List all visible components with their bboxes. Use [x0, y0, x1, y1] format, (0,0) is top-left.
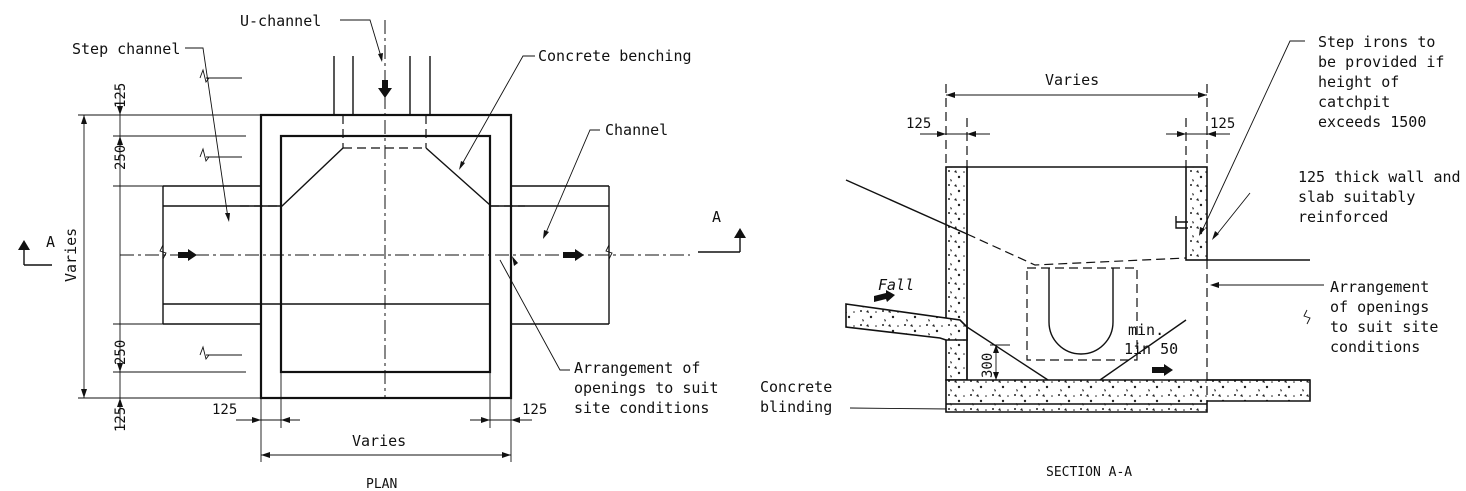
- section-label-fall: Fall: [878, 276, 914, 294]
- section-label-wall-1: 125 thick wall and: [1298, 168, 1461, 186]
- section-ground-left: [845, 179, 968, 235]
- plan-dim-125-bottom: 125: [113, 407, 129, 432]
- section-label-min-1: min.: [1128, 321, 1164, 339]
- section-label-arrangement-1: Arrangement: [1330, 278, 1429, 296]
- plan-u-channel: [333, 56, 431, 148]
- plan-flow-arrow-right: [563, 249, 584, 261]
- plan-outer-wall: [259, 113, 513, 400]
- section-base-slab: [945, 379, 1311, 413]
- plan-label-channel: Channel: [605, 121, 668, 139]
- section-label-min-2: 1in 50: [1124, 340, 1178, 358]
- concrete-blinding-leader: [849, 407, 951, 410]
- section-label-wall-3: reinforced: [1298, 208, 1388, 226]
- section-caption: SECTION A-A: [1046, 465, 1132, 480]
- section-label-arrangement-2: of openings: [1330, 298, 1429, 316]
- plan-dim-varies-bottom: Varies: [352, 432, 406, 450]
- plan-label-step-channel: Step channel: [72, 40, 180, 58]
- section-dim-125-right: 125: [1210, 116, 1235, 132]
- plan-section-marker-left: A: [18, 233, 55, 266]
- plan-view: A A 125 250 Varies 250 125: [18, 12, 746, 491]
- section-right-wall: [1185, 166, 1208, 261]
- section-label-step-irons-2: be provided if: [1318, 53, 1444, 71]
- plan-caption: PLAN: [366, 477, 397, 491]
- plan-flow-arrow-left: [178, 249, 197, 261]
- section-label-step-irons-1: Step irons to: [1318, 33, 1435, 51]
- section-label-arrangement-4: conditions: [1330, 338, 1420, 356]
- plan-section-label-left: A: [46, 233, 55, 251]
- section-dim-300: 300: [980, 353, 996, 378]
- section-label-wall-2: slab suitably: [1298, 188, 1415, 206]
- plan-benching: [280, 147, 491, 208]
- plan-label-u-channel: U-channel: [240, 12, 321, 30]
- section-dim-125-left: 125: [906, 116, 931, 132]
- section-water-line: [966, 233, 1187, 266]
- plan-dim-125-left: 125: [212, 402, 237, 418]
- section-step-irons: [1175, 216, 1188, 229]
- section-fall-arrow: [874, 290, 895, 302]
- plan-break-symbols: [159, 68, 613, 361]
- section-label-concrete-blinding-1: Concrete: [760, 378, 832, 396]
- plan-label-arrangement-2: openings to suit: [574, 379, 719, 397]
- section-left-wall: [945, 166, 968, 381]
- plan-section-marker-right: A: [698, 208, 746, 253]
- section-u-channel: [1048, 268, 1114, 355]
- plan-dim-125-top: 125: [113, 83, 129, 108]
- section-outlet-arrow: [1152, 364, 1173, 376]
- section-inlet-pipe: [845, 303, 968, 341]
- plan-label-arrangement-1: Arrangement of: [574, 359, 700, 377]
- plan-dim-250-bottom: 250: [113, 340, 129, 365]
- plan-dim-250-top: 250: [113, 145, 129, 170]
- plan-label-concrete-benching: Concrete benching: [538, 47, 692, 65]
- section-benching-right: [1099, 319, 1187, 381]
- section-benching-left: [966, 326, 1049, 381]
- plan-horizontal-dimensions: [236, 372, 532, 462]
- plan-label-arrangement-3: site conditions: [574, 399, 709, 417]
- section-label-arrangement-3: to suit site: [1330, 318, 1438, 336]
- section-u-channel-outline: [1026, 267, 1138, 361]
- section-label-step-irons-3: height of: [1318, 73, 1399, 91]
- plan-leaders: [185, 19, 600, 371]
- plan-dim-125-right: 125: [522, 402, 547, 418]
- section-label-concrete-blinding-2: blinding: [760, 398, 832, 416]
- section-dim-varies: Varies: [1045, 71, 1099, 89]
- section-label-step-irons-5: exceeds 1500: [1318, 113, 1426, 131]
- section-dimensions: [920, 84, 1230, 401]
- plan-section-label-right: A: [712, 208, 721, 226]
- section-label-step-irons-4: catchpit: [1318, 93, 1390, 111]
- plan-vertical-dimensions: [78, 88, 261, 428]
- plan-dim-varies-left: Varies: [62, 228, 80, 282]
- plan-side-channels: [162, 185, 610, 325]
- section-view: Varies 125 125 300 Fall min. 1in 50 Step…: [845, 33, 1461, 480]
